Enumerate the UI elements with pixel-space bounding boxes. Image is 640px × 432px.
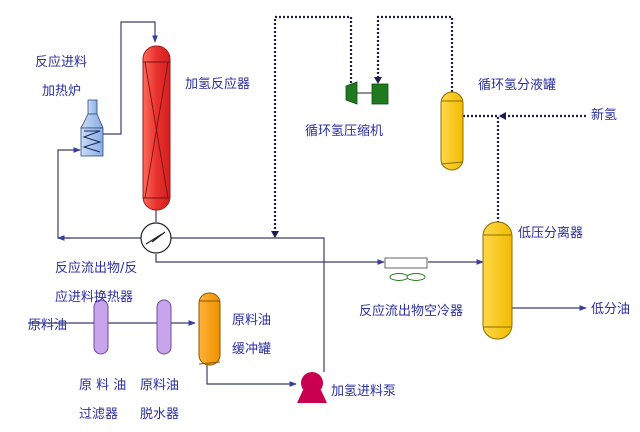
filter-label-line1: 原 料 油	[79, 378, 127, 393]
effluent-air-cooler[interactable]	[384, 257, 428, 281]
hydrogenation-reactor[interactable]	[142, 45, 171, 211]
lp-separator-label: 低压分离器	[518, 226, 584, 241]
lp-oil-label: 低分油	[591, 302, 631, 317]
line-exchanger-to-furnace	[57, 147, 143, 239]
reactor-label: 加氢反应器	[185, 77, 251, 92]
arrow-head-h2-to-reactor-loop	[271, 231, 279, 238]
fresh-hydrogen-label: 新氢	[591, 108, 618, 123]
air-cooler-label: 反应流出物空冷器	[359, 304, 464, 319]
feed-oil-dehydrator[interactable]	[156, 299, 172, 355]
line-effluent-to-aircooler	[155, 254, 385, 265]
pump-label: 加氢进料泵	[331, 384, 397, 399]
line-exchanger-right	[171, 237, 325, 372]
furnace-label-line2: 加热炉	[42, 84, 82, 99]
dehydrator-label-line2: 脱水器	[140, 407, 180, 422]
dehydrator-label-line1: 原料油	[140, 378, 180, 393]
arrow-head-h2-to-compressor	[374, 77, 382, 84]
filter-label-line2: 过滤器	[79, 407, 119, 422]
arrow-head-fresh-h2	[499, 112, 506, 120]
feed-oil-label: 原料油	[28, 318, 68, 333]
recycle-hydrogen-compressor[interactable]	[345, 81, 389, 105]
buffer-tank-label-line1: 原料油	[232, 313, 272, 328]
buffer-tank-label-line2: 缓冲罐	[232, 342, 272, 357]
line-furnace-to-reactor	[103, 21, 158, 135]
recycle-hydrogen-knockout-drum[interactable]	[440, 91, 464, 171]
line-drum-to-separator	[463, 114, 500, 222]
exchanger-label-line2: 应进料换热器	[55, 290, 134, 305]
exchanger-label-line1: 反应流出物/反	[55, 261, 138, 276]
feed-oil-buffer-tank[interactable]	[198, 292, 221, 366]
feed-furnace[interactable]	[80, 99, 104, 157]
knockout-drum-label: 循环氢分液罐	[478, 78, 557, 93]
hydrogenation-feed-pump[interactable]	[297, 372, 327, 403]
line-drum-to-compressor	[376, 15, 454, 92]
feed-oil-filter[interactable]	[93, 299, 109, 355]
furnace-label-line1: 反应进料	[35, 55, 88, 70]
line-buffer-to-pump	[206, 364, 297, 387]
effluent-feed-heat-exchanger[interactable]	[140, 222, 172, 254]
low-pressure-separator[interactable]	[482, 221, 513, 340]
compressor-label: 循环氢压缩机	[305, 124, 384, 139]
line-compressor-to-reactor-loop	[273, 15, 353, 234]
